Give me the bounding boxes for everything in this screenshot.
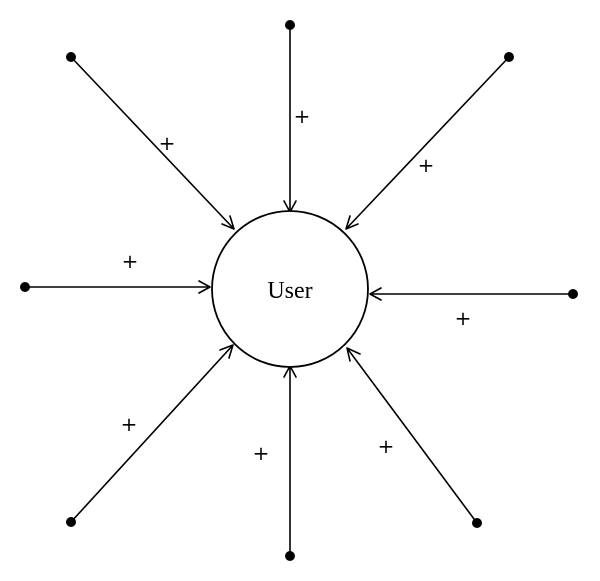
edge-line: [70, 344, 234, 523]
edge-line: [346, 347, 478, 524]
user-label: User: [267, 278, 312, 304]
edge-line: [345, 56, 510, 230]
source-node: [66, 52, 76, 62]
edge-sign: +: [418, 153, 435, 177]
edge-top-left: +: [66, 52, 235, 230]
edge-top-right: +: [345, 52, 514, 230]
source-node: [66, 517, 76, 527]
edge-sign: +: [253, 441, 270, 465]
edge-sign: +: [122, 249, 139, 273]
edge-sign: +: [159, 131, 176, 155]
arrowhead: [345, 215, 359, 230]
source-node: [504, 52, 514, 62]
edge-top: +: [283, 20, 311, 213]
arrowhead: [219, 344, 234, 359]
edge-right: +: [369, 287, 578, 330]
source-node: [285, 551, 295, 561]
edge-line: [70, 56, 235, 230]
edge-bottom-right: +: [346, 347, 482, 528]
edge-bottom: +: [253, 365, 297, 561]
source-node: [20, 282, 30, 292]
arrowhead: [369, 287, 382, 301]
edge-left: +: [20, 249, 211, 294]
arrowhead: [221, 215, 235, 230]
edge-sign: +: [378, 434, 395, 458]
source-node: [285, 20, 295, 30]
user-node: User: [211, 210, 369, 368]
user-circle: [211, 210, 369, 368]
edge-bottom-left: +: [66, 344, 234, 527]
edge-sign: +: [121, 412, 138, 436]
arrowhead: [198, 280, 211, 294]
source-node: [472, 518, 482, 528]
edge-sign: +: [455, 306, 472, 330]
arrowhead: [346, 347, 361, 362]
source-node: [568, 289, 578, 299]
edge-sign: +: [294, 104, 311, 128]
